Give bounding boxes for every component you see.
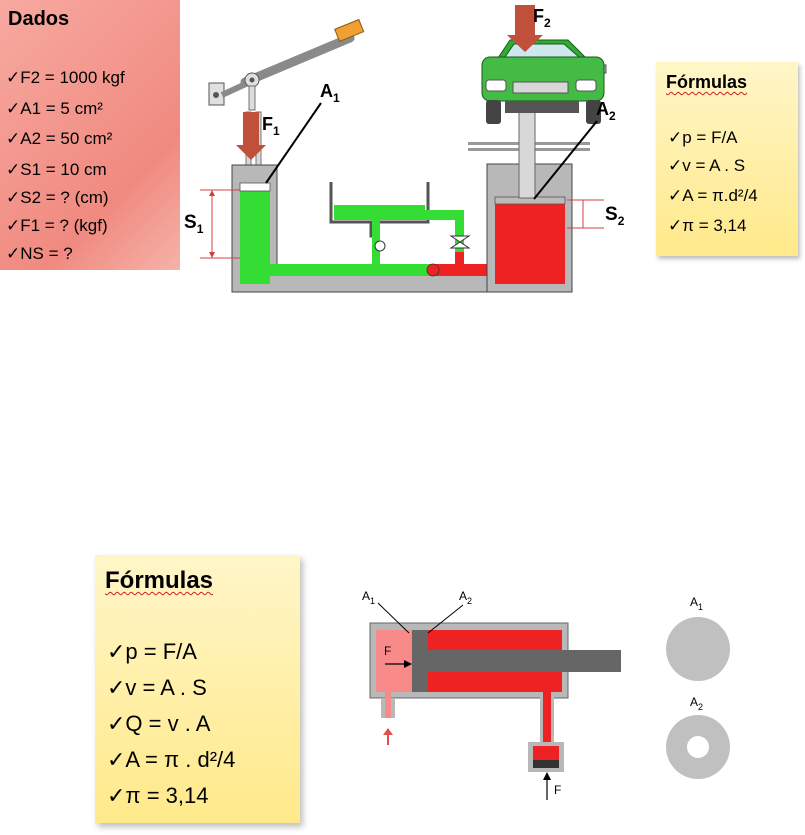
cylinder-rod: [428, 650, 621, 672]
hydraulic-cylinder-diagram: [370, 603, 621, 800]
left-cylinder-fluid: [240, 190, 270, 284]
left-piston: [240, 183, 270, 191]
check-valve-icon: [427, 264, 439, 276]
f1-label: F1: [262, 114, 280, 138]
car-icon: [482, 40, 606, 124]
inlet-arrow-icon: [383, 728, 393, 745]
s2-dimension: [567, 200, 604, 228]
cyl-a2-label: A2: [459, 589, 472, 606]
s1-label: S1: [184, 212, 204, 236]
cylinder-piston: [412, 630, 428, 692]
s2-label: S2: [605, 204, 625, 228]
right-cylinder-fluid: [495, 203, 565, 284]
f-bottom-label: F: [554, 783, 561, 797]
circle-a2-label: A2: [690, 695, 703, 712]
f2-label: F2: [533, 6, 551, 30]
right-piston-rod: [519, 112, 535, 198]
area-a1-circle: [666, 617, 730, 681]
valve-icon: [451, 236, 469, 248]
f-inside-label: F: [384, 644, 391, 658]
cyl-a1-label: A1: [362, 589, 375, 606]
a1-leader-line: [266, 103, 321, 183]
circle-a1-label: A1: [690, 595, 703, 612]
a1-label: A1: [320, 81, 340, 105]
lever-handle: [209, 20, 364, 110]
cylinder-chamber-a1: [376, 630, 412, 692]
